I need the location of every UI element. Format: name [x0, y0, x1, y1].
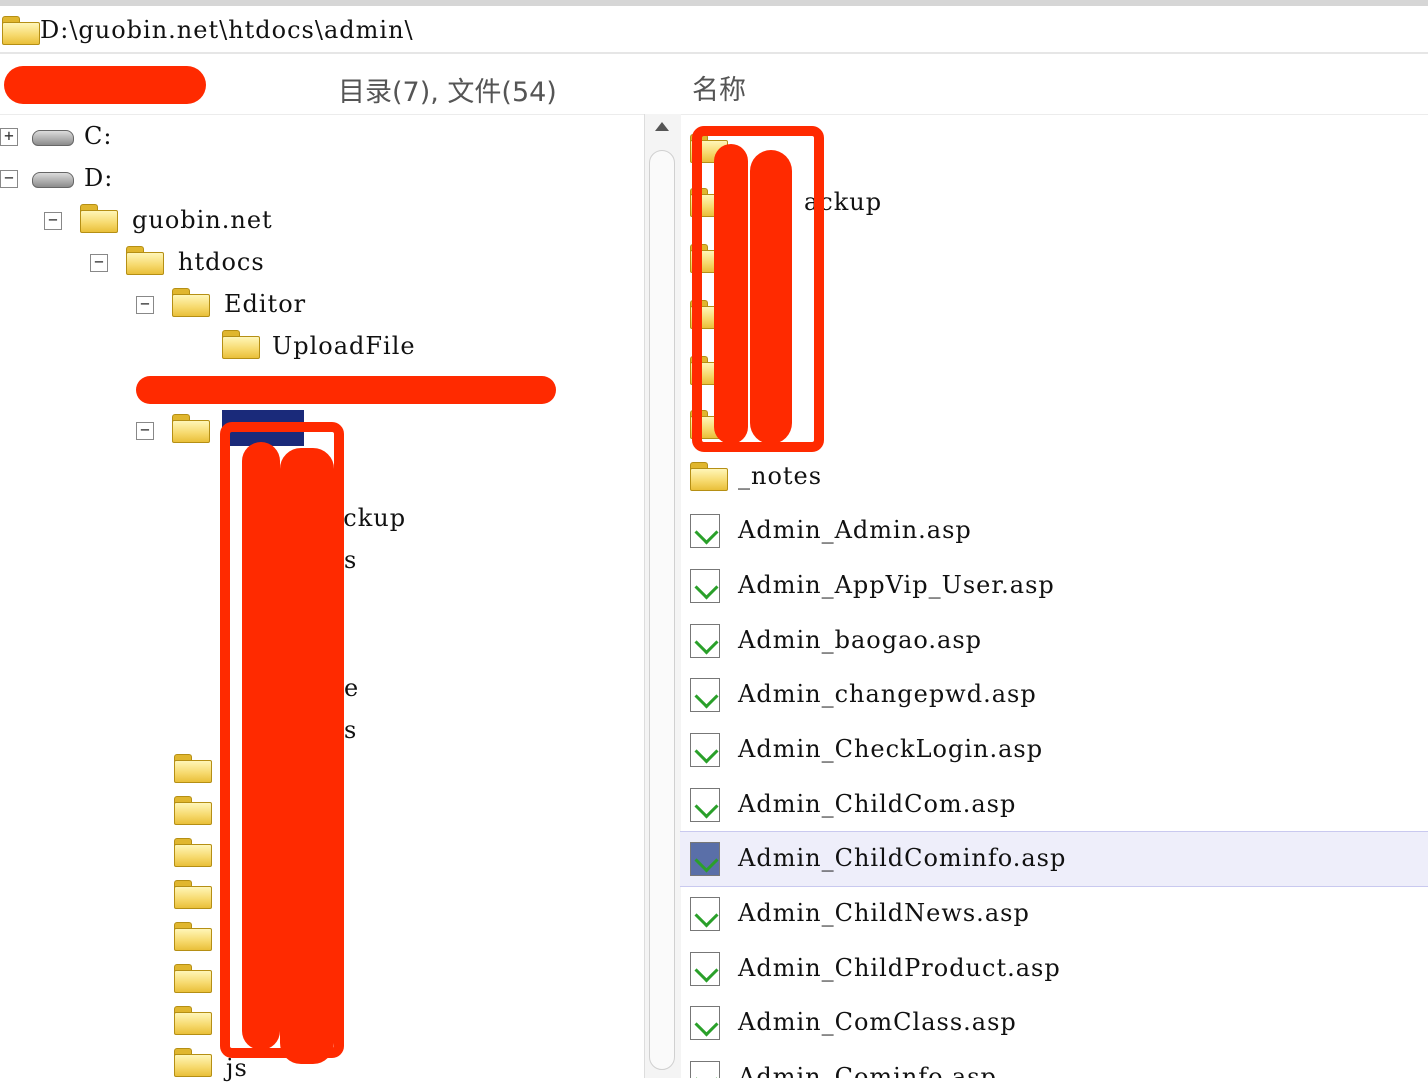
tree-item-editor[interactable]: − Editor	[136, 284, 436, 324]
tree-item-label: js	[226, 1054, 248, 1082]
tree-item-label: s	[344, 546, 358, 574]
list-item-label: Admin_ComClass.asp	[738, 1008, 1017, 1036]
folder-tree: + C: − D: − guobin.net − htdocs − Editor…	[0, 114, 644, 1082]
top-edge	[0, 0, 1428, 6]
list-item-label: Admin_CheckLogin.asp	[738, 735, 1044, 763]
list-item-label: Admin_Admin.asp	[738, 516, 972, 544]
folder-icon	[2, 16, 40, 45]
tree-item-uploadfile[interactable]: UploadFile	[222, 326, 522, 366]
redaction-mark	[242, 442, 280, 1050]
path-text: D:\guobin.net\htdocs\admin\	[40, 16, 414, 44]
tree-item-label: guobin.net	[132, 206, 273, 234]
folder-icon	[174, 796, 212, 825]
drive-icon	[32, 128, 74, 146]
redaction-mark	[136, 376, 556, 404]
asp-file-icon	[690, 1061, 722, 1078]
list-item[interactable]: Admin_AppVip_User.asp	[680, 559, 1428, 613]
asp-file-icon	[690, 624, 722, 660]
name-column-header[interactable]: 名称	[692, 75, 746, 106]
redaction-mark	[714, 144, 748, 444]
asp-file-icon	[690, 514, 722, 550]
scroll-up-icon[interactable]	[655, 122, 669, 131]
tree-item-label: s	[344, 716, 358, 744]
list-item-label: Admin_ChildProduct.asp	[738, 954, 1061, 982]
folder-icon	[172, 288, 210, 317]
list-item-label: Admin_baogao.asp	[738, 626, 983, 654]
tree-item-label: C:	[84, 122, 113, 150]
file-list: ackup _notes Admin_Admin.asp Admin_AppVi…	[680, 114, 1428, 1078]
drive-icon	[32, 170, 74, 188]
list-item-label: Admin_changepwd.asp	[738, 680, 1037, 708]
folder-icon	[174, 838, 212, 867]
tree-item[interactable]: e	[240, 668, 500, 708]
list-item[interactable]: Admin_Admin.asp	[680, 504, 1428, 558]
list-item-label: Admin_AppVip_User.asp	[738, 571, 1055, 599]
collapse-icon[interactable]: −	[136, 296, 154, 314]
redaction-mark	[280, 448, 334, 1064]
tree-item-label: htdocs	[178, 248, 265, 276]
folder-icon	[174, 880, 212, 909]
folder-icon	[174, 1048, 212, 1077]
tree-scrollbar[interactable]	[644, 114, 681, 1078]
list-item-selected[interactable]: Admin_ChildCominfo.asp	[680, 831, 1428, 887]
folder-icon	[126, 246, 164, 275]
folder-icon	[172, 414, 210, 443]
tree-item[interactable]: s	[240, 710, 500, 750]
list-item[interactable]: Admin_baogao.asp	[680, 614, 1428, 668]
asp-file-icon	[690, 788, 722, 824]
list-item[interactable]: Admin_changepwd.asp	[680, 668, 1428, 722]
tree-item-guobin-net[interactable]: − guobin.net	[44, 200, 344, 240]
tree-item-d[interactable]: − D:	[0, 158, 300, 198]
folder-icon	[174, 922, 212, 951]
list-item-label: Admin_ChildCominfo.asp	[738, 844, 1067, 872]
collapse-icon[interactable]: −	[0, 170, 18, 188]
tree-item-label: UploadFile	[272, 332, 416, 360]
folder-icon	[174, 964, 212, 993]
folder-icon	[222, 330, 260, 359]
folder-icon	[174, 1006, 212, 1035]
pane-header: 目录(7), 文件(54) 名称	[0, 54, 1428, 115]
tree-item-htdocs[interactable]: − htdocs	[90, 242, 390, 282]
folder-icon	[690, 462, 728, 491]
redaction-mark	[692, 126, 824, 452]
list-item[interactable]: Admin_ChildCom.asp	[680, 778, 1428, 832]
asp-file-icon	[690, 842, 722, 878]
list-item-label: Admin_Cominfo.asp	[738, 1063, 997, 1078]
redaction-mark	[4, 66, 206, 104]
tree-item-c[interactable]: + C:	[0, 116, 300, 156]
tree-item-js[interactable]: js	[174, 1048, 374, 1088]
expand-icon[interactable]: +	[0, 128, 18, 146]
asp-file-icon	[690, 569, 722, 605]
folder-icon	[174, 754, 212, 783]
list-item[interactable]: Admin_ComClass.asp	[680, 996, 1428, 1050]
list-item[interactable]: Admin_ChildProduct.asp	[680, 942, 1428, 996]
redaction-mark	[750, 150, 792, 444]
asp-file-icon	[690, 733, 722, 769]
list-item-label: _notes	[738, 462, 823, 490]
list-item-notes[interactable]: _notes	[680, 450, 1428, 504]
tree-item-label: D:	[84, 164, 114, 192]
scroll-thumb[interactable]	[649, 150, 675, 1070]
asp-file-icon	[690, 897, 722, 933]
list-item-label: Admin_ChildNews.asp	[738, 899, 1030, 927]
list-item-label: Admin_ChildCom.asp	[738, 790, 1017, 818]
list-item[interactable]: Admin_ChildNews.asp	[680, 887, 1428, 941]
asp-file-icon	[690, 1006, 722, 1042]
tree-item-label: e	[344, 674, 360, 702]
tree-item[interactable]: s	[240, 540, 500, 580]
list-item[interactable]: Admin_CheckLogin.asp	[680, 723, 1428, 777]
folder-icon	[80, 204, 118, 233]
asp-file-icon	[690, 678, 722, 714]
path-bar[interactable]: D:\guobin.net\htdocs\admin\	[0, 6, 1428, 54]
directory-file-count: 目录(7), 文件(54)	[338, 77, 557, 108]
asp-file-icon	[690, 952, 722, 988]
tree-item-label: Editor	[224, 290, 307, 318]
list-item[interactable]: Admin_Cominfo.asp	[680, 1051, 1428, 1078]
collapse-icon[interactable]: −	[44, 212, 62, 230]
collapse-icon[interactable]: −	[90, 254, 108, 272]
collapse-icon[interactable]: −	[136, 422, 154, 440]
